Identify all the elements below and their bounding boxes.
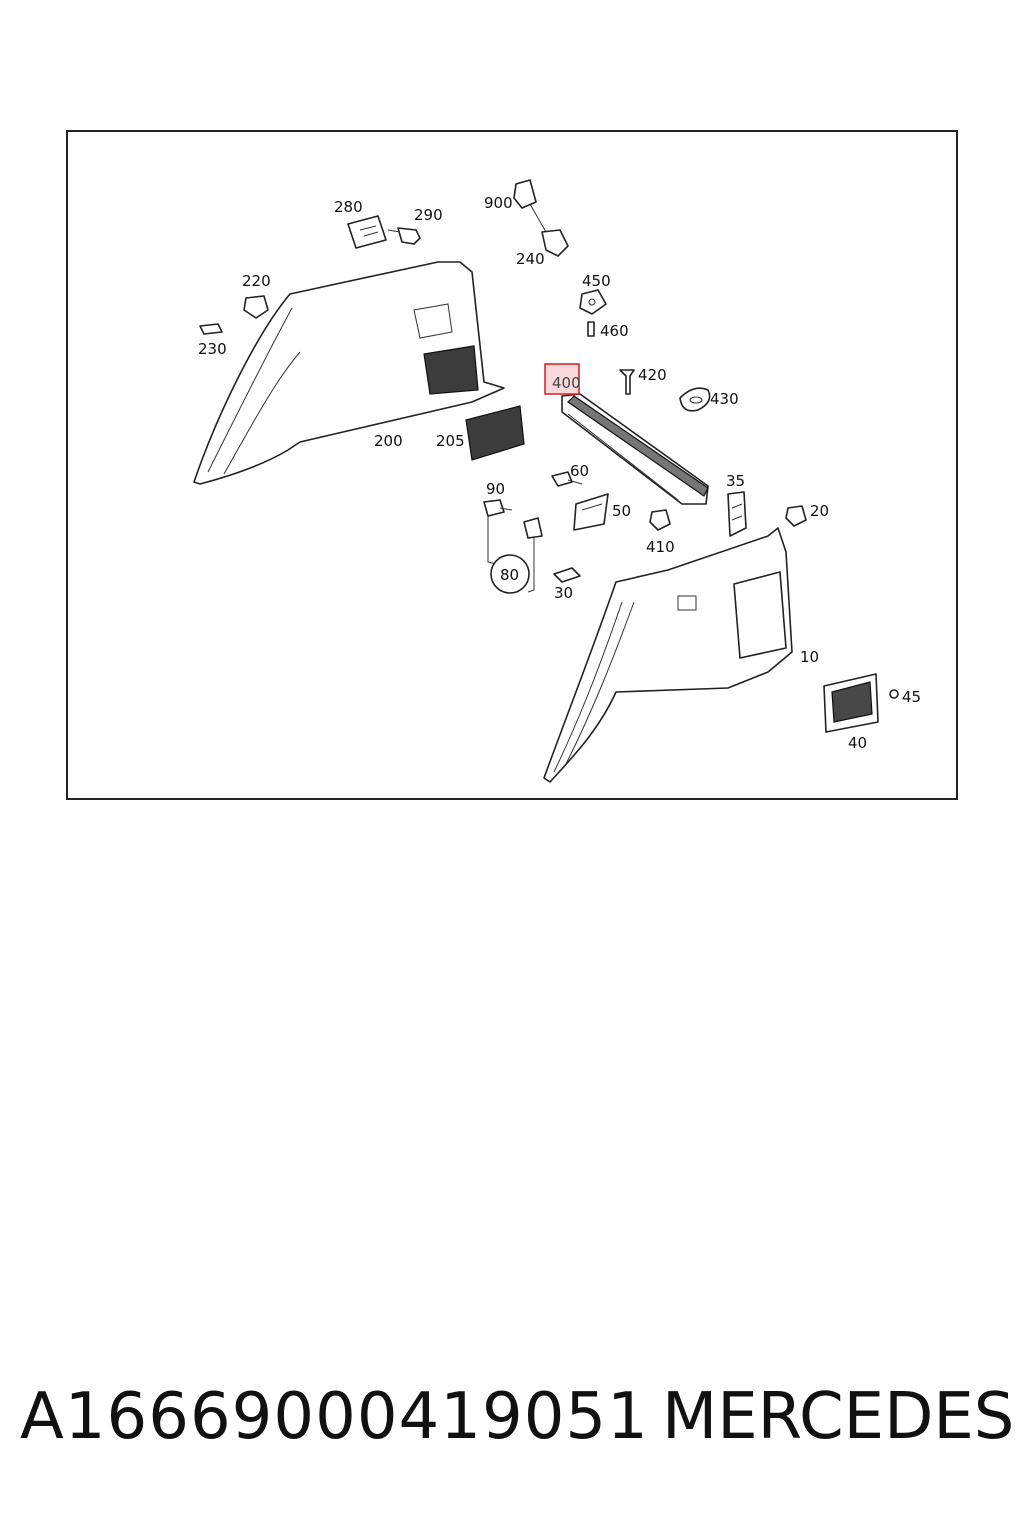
label-40: 40: [848, 734, 867, 752]
label-450: 450: [582, 272, 611, 290]
label-200: 200: [374, 432, 403, 450]
label-10: 10: [800, 648, 819, 666]
part-35-hook: [727, 491, 747, 537]
part-80-clip: [487, 516, 543, 594]
part-900-label-tag: [513, 179, 547, 233]
part-410-rivet: [649, 509, 671, 531]
label-45: 45: [902, 688, 921, 706]
part-230-clip: [199, 323, 223, 335]
highlight-box-400: [544, 363, 580, 395]
label-20: 20: [810, 502, 829, 520]
part-30-clip: [553, 567, 581, 583]
brand-name: MERCEDES: [662, 1380, 1015, 1454]
part-10-right-trim-panel: [543, 527, 793, 783]
label-90: 90: [486, 480, 505, 498]
parts-diagram: 280 290 900 240 220 230 450 460 400 420 …: [193, 179, 921, 783]
part-40-speaker-grille: [823, 673, 879, 733]
part-400-sill-cover: [561, 393, 709, 505]
part-420-screw: [619, 369, 635, 395]
part-450-nut: [579, 289, 607, 315]
label-430: 430: [710, 390, 739, 408]
label-900: 900: [484, 194, 513, 212]
label-60: 60: [570, 462, 589, 480]
part-280-clip: [347, 215, 387, 249]
label-35: 35: [726, 472, 745, 490]
label-230: 230: [198, 340, 227, 358]
part-290-screw: [387, 227, 421, 245]
part-50-cover: [573, 493, 609, 531]
label-205: 205: [436, 432, 465, 450]
diagram-frame: 280 290 900 240 220 230 450 460 400 420 …: [66, 130, 958, 800]
label-290: 290: [414, 206, 443, 224]
label-30: 30: [554, 584, 573, 602]
part-200-net: [423, 345, 479, 395]
label-400: 400: [552, 374, 581, 392]
label-280: 280: [334, 198, 363, 216]
label-80: 80: [500, 566, 519, 584]
part-90-screw: [483, 499, 513, 517]
part-60-screw: [551, 471, 583, 487]
label-50: 50: [612, 502, 631, 520]
label-460: 460: [600, 322, 629, 340]
part-20-clip: [785, 505, 807, 527]
label-410: 410: [646, 538, 675, 556]
part-240-bracket: [541, 229, 569, 257]
label-420: 420: [638, 366, 667, 384]
label-220: 220: [242, 272, 271, 290]
label-240: 240: [516, 250, 545, 268]
part-460-screw: [587, 321, 595, 337]
part-220-clip: [243, 295, 269, 319]
footer: A16669000419051 MERCEDES: [0, 1380, 1024, 1470]
part-number: A16669000419051: [20, 1380, 649, 1454]
part-430-grommet: [679, 387, 711, 412]
part-45-clip: [889, 689, 899, 699]
part-205-net: [465, 405, 525, 461]
part-200-left-trim-panel: [193, 261, 505, 485]
